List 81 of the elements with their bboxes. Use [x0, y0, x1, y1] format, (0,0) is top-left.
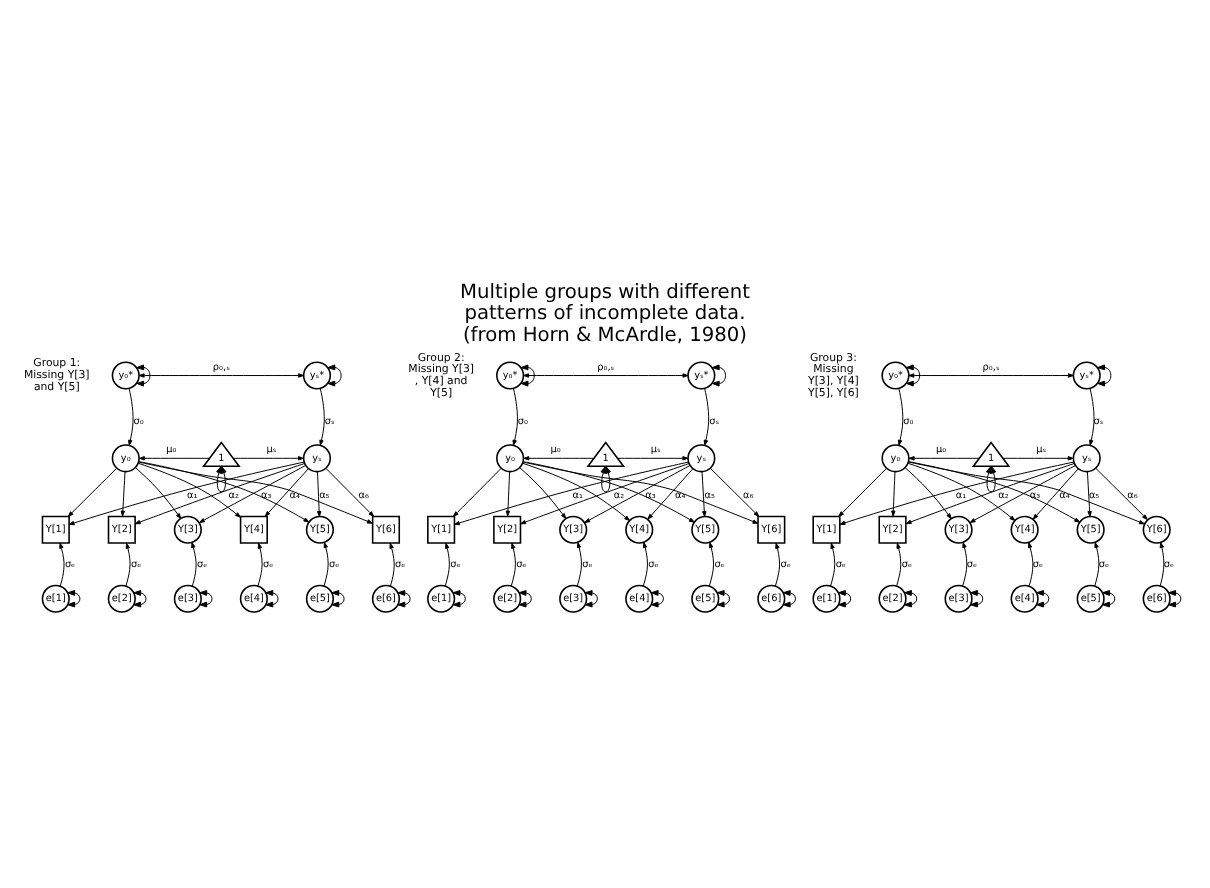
- arrow: [891, 470, 896, 516]
- arrow: [647, 467, 694, 519]
- arrow: [327, 363, 342, 386]
- arrow: [650, 589, 664, 607]
- arrow: [830, 541, 836, 586]
- arrow: [1002, 455, 1074, 460]
- arrow: [133, 589, 147, 607]
- arrow: [600, 464, 611, 492]
- arrow: [67, 589, 81, 607]
- arrow: [520, 363, 535, 386]
- arrow: [135, 466, 182, 518]
- arrow: [67, 466, 118, 516]
- arrow: [316, 470, 322, 516]
- arrow: [576, 541, 582, 586]
- arrow: [523, 455, 595, 460]
- arrow: [1159, 541, 1165, 586]
- arrow: [452, 466, 502, 516]
- arrow: [1095, 466, 1148, 519]
- arrow: [319, 386, 325, 445]
- arrow: [905, 363, 921, 386]
- arrow: [125, 541, 131, 586]
- arrow: [1102, 589, 1116, 607]
- arrow: [701, 470, 707, 516]
- arrow: [904, 466, 952, 518]
- arrow: [782, 589, 796, 607]
- arrow: [837, 589, 852, 607]
- arrow: [962, 541, 968, 586]
- arrow: [523, 372, 689, 377]
- arrow: [59, 541, 65, 586]
- arrow: [519, 466, 567, 518]
- arrow: [138, 455, 210, 460]
- arrow: [774, 541, 781, 586]
- arrow: [708, 541, 715, 586]
- arrow: [710, 466, 760, 516]
- arrow: [1086, 470, 1092, 516]
- arrow: [1036, 589, 1050, 607]
- arrow: [522, 460, 759, 523]
- arrow: [191, 541, 197, 586]
- arrow: [1168, 589, 1182, 607]
- arrow: [908, 372, 1074, 377]
- arrow: [584, 463, 691, 523]
- arrow: [1032, 467, 1079, 519]
- arrow: [1097, 363, 1112, 386]
- arrow: [584, 589, 598, 607]
- arrow: [331, 589, 345, 607]
- arrow: [232, 455, 304, 460]
- arrow: [128, 386, 134, 445]
- arrow: [257, 541, 263, 586]
- arrow: [711, 363, 726, 386]
- arrow: [716, 589, 730, 607]
- arrow: [838, 466, 887, 516]
- arrow: [896, 541, 902, 586]
- arrow: [325, 466, 375, 516]
- arrow: [397, 589, 411, 607]
- arrow: [199, 589, 213, 607]
- arrow: [510, 541, 516, 586]
- arrow: [505, 470, 511, 516]
- arrow: [138, 372, 305, 377]
- diagram-title: Multiple groups with different patterns of incomplete data. (from Horn & McArdle, 1980): [460, 280, 750, 347]
- arrow: [1089, 386, 1095, 445]
- arrow: [897, 386, 904, 445]
- arrow: [518, 589, 532, 607]
- arrow: [703, 386, 710, 445]
- arrow: [120, 470, 126, 516]
- arrow: [453, 460, 689, 525]
- arrow: [444, 541, 450, 586]
- arrow: [617, 455, 689, 460]
- arrow: [970, 589, 984, 607]
- arrow: [452, 589, 466, 607]
- arrow: [512, 386, 518, 445]
- arrow: [1094, 541, 1100, 586]
- arrow: [265, 589, 279, 607]
- arrow: [522, 461, 631, 521]
- arrow: [264, 467, 309, 516]
- arrow: [1027, 541, 1034, 586]
- arrow: [903, 589, 918, 607]
- arrow: [136, 363, 151, 386]
- arrow: [389, 541, 395, 586]
- arrow: [323, 541, 329, 586]
- arrow: [642, 541, 648, 586]
- arrow: [908, 455, 980, 460]
